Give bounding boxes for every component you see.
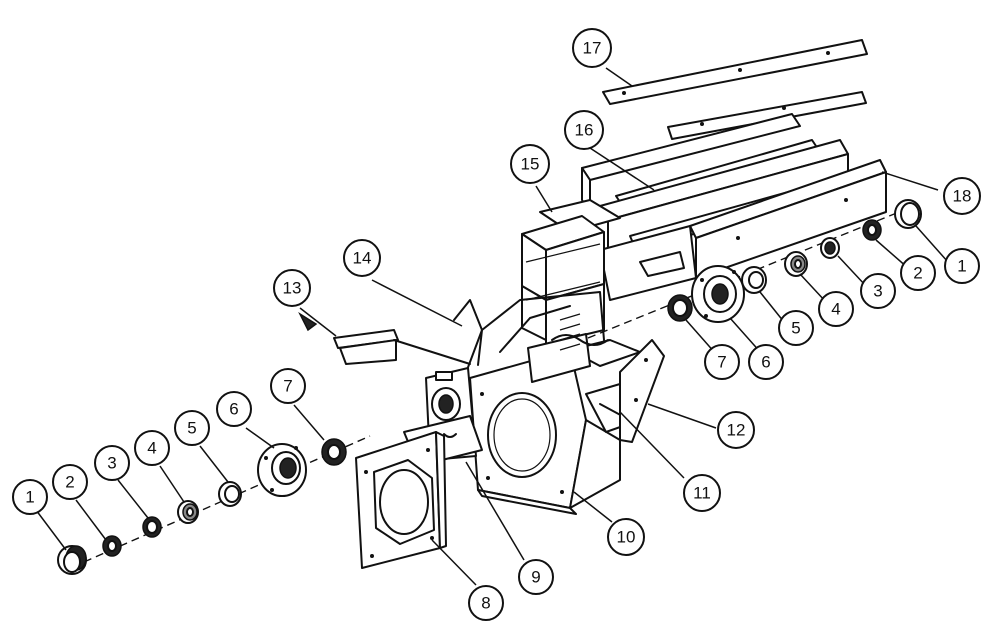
part-8-flange-plate (355, 431, 447, 569)
svg-text:7: 7 (717, 353, 726, 372)
svg-text:2: 2 (65, 473, 74, 492)
right-bearing-stack (667, 199, 922, 323)
callout-18: 18 (943, 177, 981, 215)
svg-text:15: 15 (521, 155, 540, 174)
svg-text:13: 13 (283, 279, 302, 298)
callout-2-left: 2 (52, 464, 88, 500)
svg-text:16: 16 (575, 121, 594, 140)
svg-text:5: 5 (791, 319, 800, 338)
svg-text:4: 4 (147, 439, 156, 458)
svg-text:10: 10 (617, 528, 636, 547)
callout-4-right: 4 (818, 291, 854, 327)
svg-text:6: 6 (761, 353, 770, 372)
svg-text:11: 11 (693, 484, 711, 503)
part-18-long-panel (599, 159, 887, 301)
part-12-side-plate (619, 339, 665, 443)
part-17-strip (602, 39, 868, 140)
callout-3-right: 3 (860, 273, 896, 309)
svg-text:5: 5 (187, 419, 196, 438)
svg-text:3: 3 (873, 282, 882, 301)
callout-8: 8 (468, 585, 504, 621)
callout-4-left: 4 (134, 430, 170, 466)
svg-text:12: 12 (727, 421, 746, 440)
part-14-upper-frame (453, 291, 609, 383)
callout-3-left: 3 (94, 445, 130, 481)
svg-text:3: 3 (107, 454, 116, 473)
svg-text:8: 8 (481, 594, 490, 613)
svg-text:18: 18 (953, 187, 972, 206)
callout-1-right: 1 (944, 248, 980, 284)
callout-10: 10 (607, 518, 645, 556)
callout-5-right: 5 (778, 310, 814, 346)
callout-17: 17 (572, 28, 612, 68)
callout-6-right: 6 (748, 344, 784, 380)
callout-1-left: 1 (12, 479, 48, 515)
callout-12: 12 (717, 411, 755, 449)
svg-text:4: 4 (831, 300, 840, 319)
leader-lines (35, 67, 949, 586)
svg-text:17: 17 (583, 39, 602, 58)
callout-16: 16 (564, 110, 604, 150)
callout-7-left: 7 (270, 368, 306, 404)
callout-14: 14 (343, 239, 381, 277)
callout-13: 13 (273, 269, 311, 307)
callout-7-right: 7 (704, 344, 740, 380)
svg-text:1: 1 (25, 488, 34, 507)
part-15-box-stack (521, 199, 621, 345)
svg-text:1: 1 (957, 257, 966, 276)
left-bearing-stack (57, 438, 347, 575)
svg-text:6: 6 (229, 400, 238, 419)
part-13-rod (333, 329, 471, 365)
callout-5-left: 5 (174, 410, 210, 446)
svg-text:14: 14 (353, 249, 372, 268)
svg-text:2: 2 (913, 264, 922, 283)
svg-text:9: 9 (531, 568, 540, 587)
svg-text:7: 7 (283, 377, 292, 396)
callout-2-right: 2 (900, 255, 936, 291)
callout-6-left: 6 (216, 391, 252, 427)
callout-15: 15 (510, 144, 550, 184)
callout-9: 9 (518, 559, 554, 595)
callout-11: 11 (683, 474, 721, 512)
